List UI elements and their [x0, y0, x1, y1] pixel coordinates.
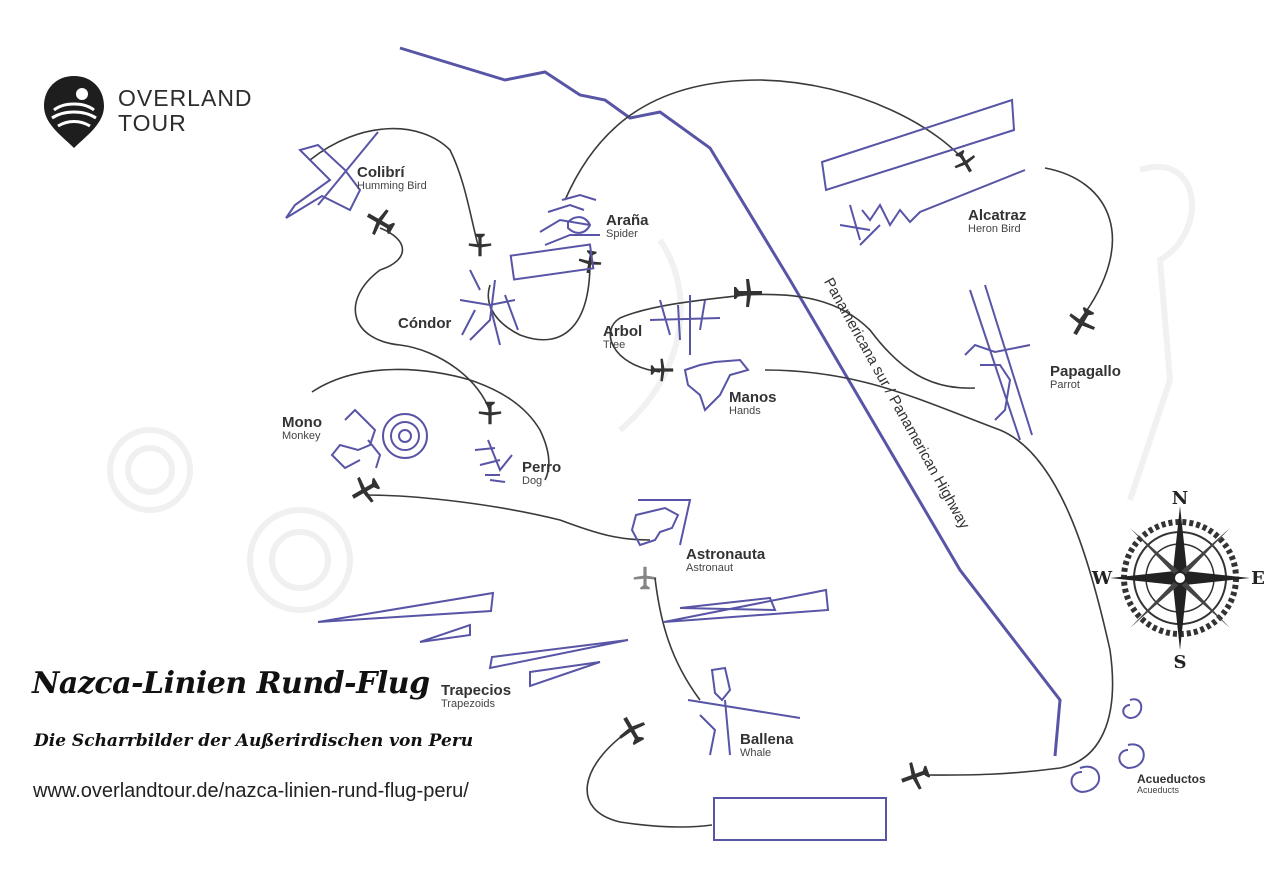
- compass-n: N: [1172, 488, 1188, 509]
- geoglyphs: [285, 98, 1145, 841]
- brand-name: OVERLAND TOUR: [118, 86, 253, 136]
- map-title: Nazca-Linien Rund-Flug: [32, 666, 430, 701]
- highway-line: [399, 46, 1062, 757]
- map-url[interactable]: www.overlandtour.de/nazca-linien-rund-fl…: [33, 780, 469, 802]
- background-ghosts: [107, 163, 1195, 613]
- compass-rose-icon: N S W E: [1091, 488, 1265, 672]
- brand-line1: OVERLAND: [118, 85, 253, 111]
- compass-w: W: [1091, 568, 1113, 589]
- compass-e: E: [1251, 568, 1265, 589]
- map-subtitle: Die Scharrbilder der Außerirdischen von …: [34, 731, 474, 751]
- flight-route: [309, 79, 1114, 828]
- compass-s: S: [1174, 652, 1187, 672]
- brand-line2: TOUR: [118, 110, 187, 136]
- label-condor: Cóndor: [398, 315, 452, 332]
- overland-logo-icon: [44, 76, 104, 148]
